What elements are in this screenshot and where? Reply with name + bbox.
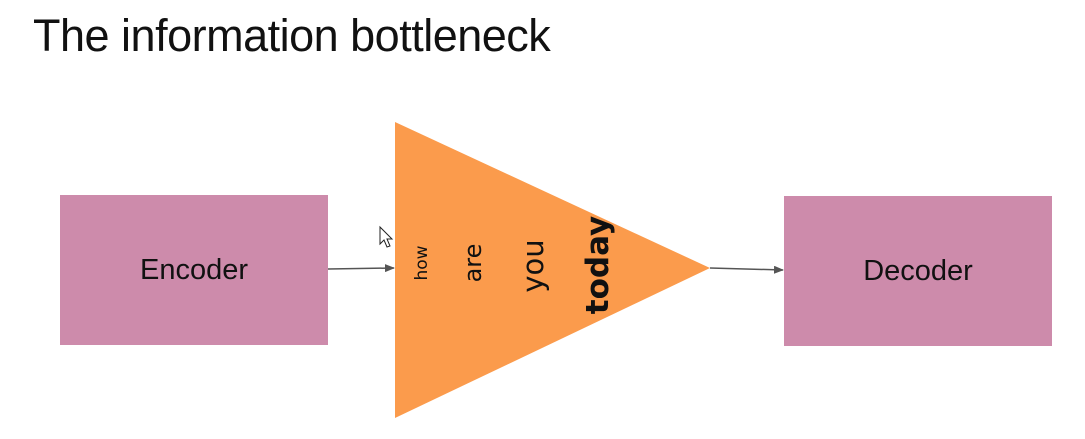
mouse-pointer-icon — [379, 225, 394, 248]
bottleneck-word-are: are — [459, 244, 487, 283]
bottleneck-word-you: you — [516, 239, 550, 292]
encoder-to-bottleneck-arrow — [327, 264, 395, 273]
bottleneck-word-how: how — [412, 245, 432, 280]
bottleneck-to-decoder-arrow — [709, 265, 784, 274]
decoder-box: Decoder — [784, 196, 1052, 346]
decoder-label: Decoder — [863, 254, 973, 287]
bottleneck-triangle — [395, 122, 710, 418]
encoder-label: Encoder — [139, 253, 248, 286]
encoder-box: Encoder — [60, 195, 328, 345]
slide-title: The information bottleneck — [33, 10, 551, 61]
bottleneck-word-today: today — [580, 216, 616, 314]
